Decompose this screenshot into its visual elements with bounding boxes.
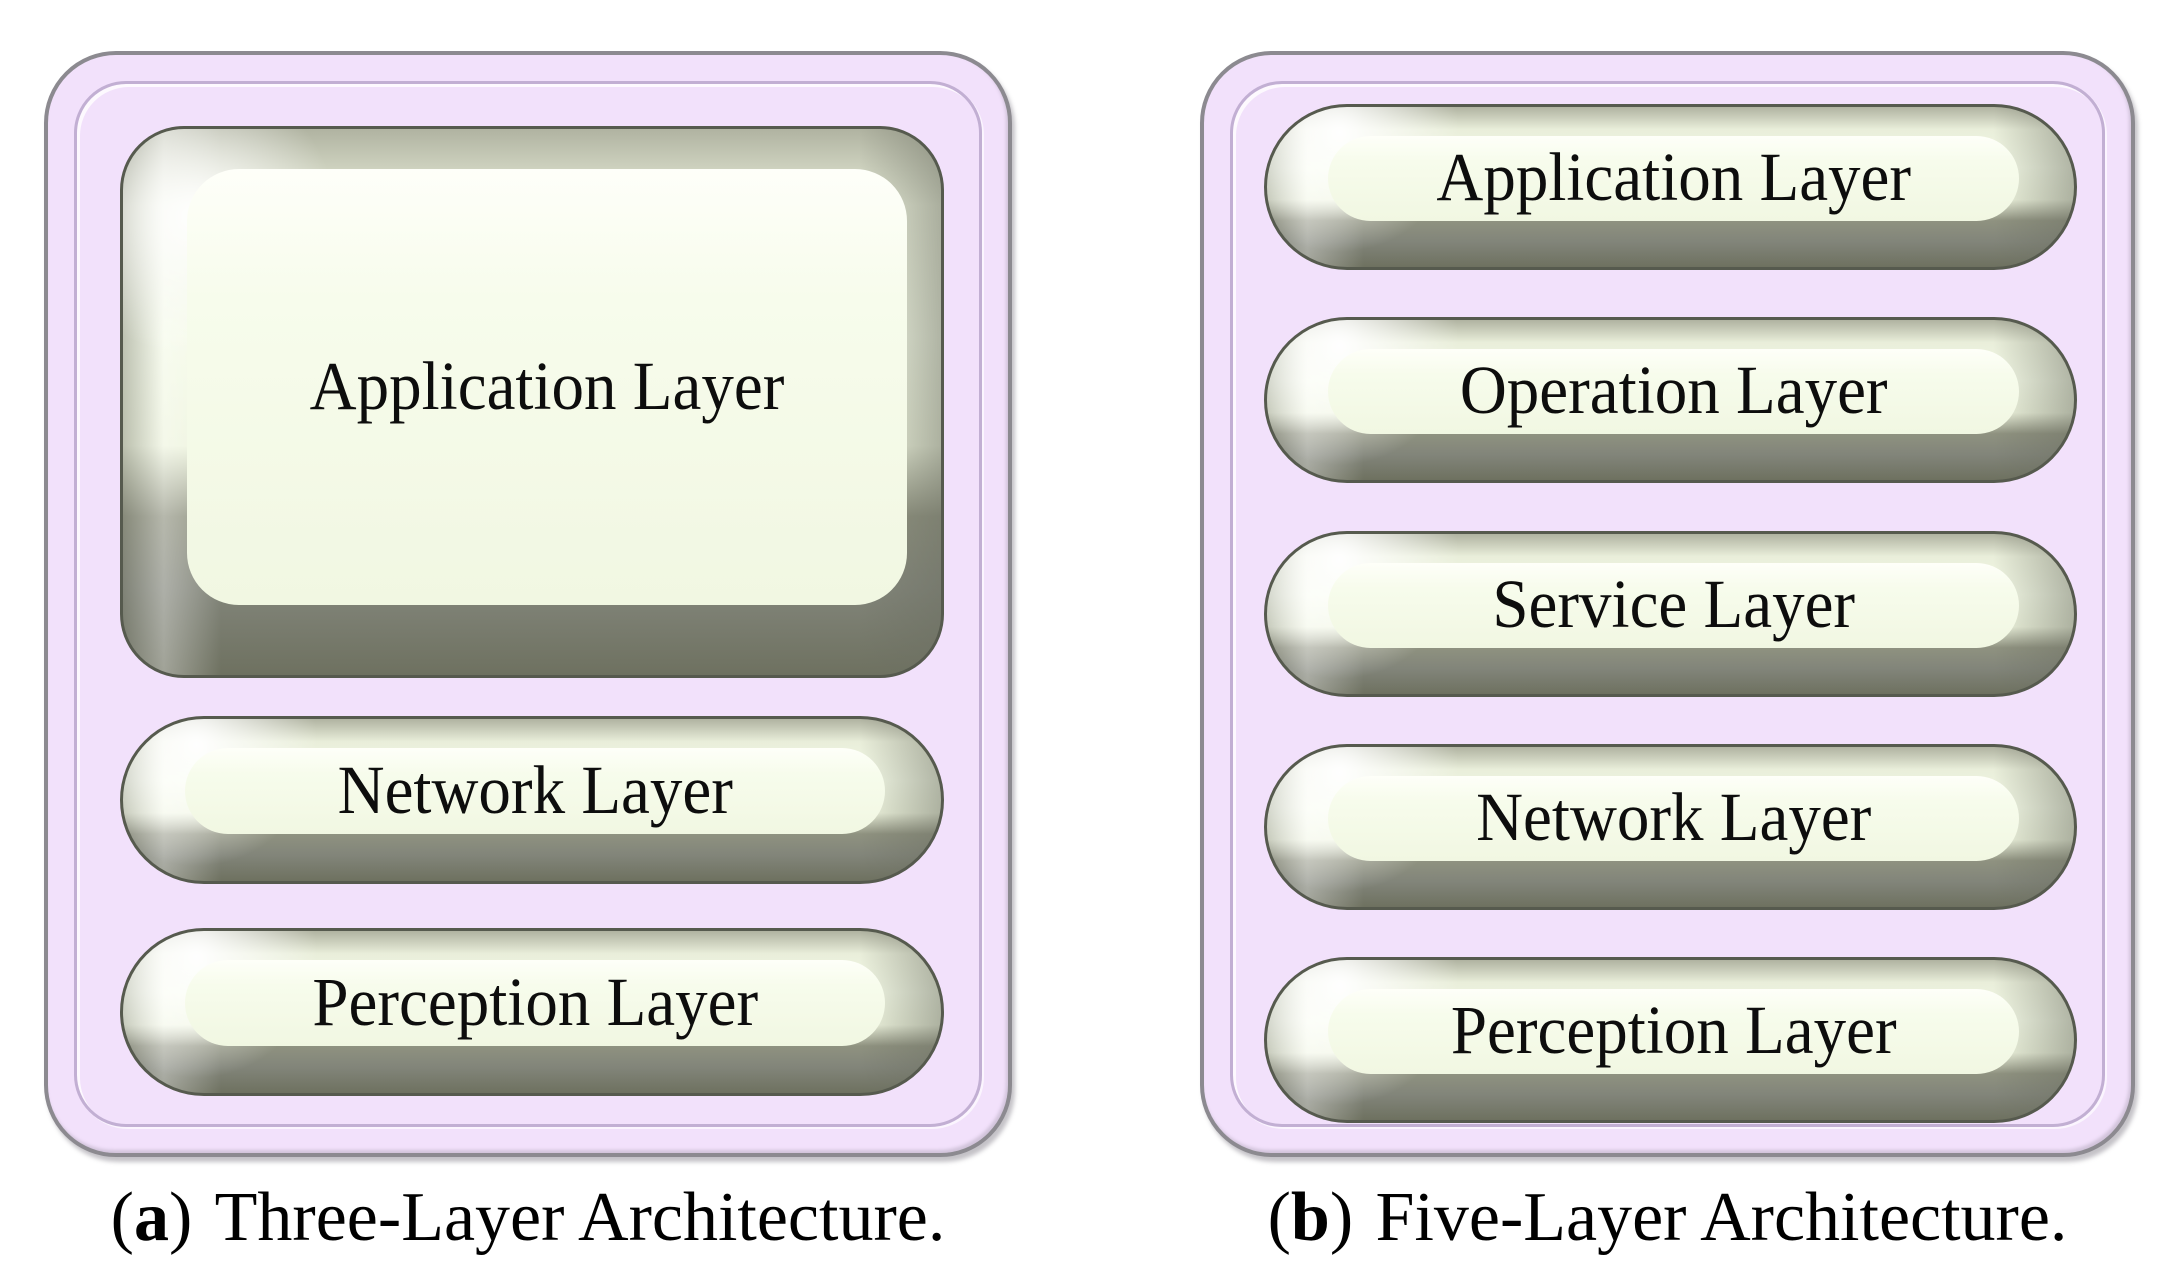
layer-box-application-a: Application Layer <box>120 126 944 678</box>
caption-a-text: Three-Layer Architecture. <box>214 1179 946 1256</box>
layer-label-network-a: Network Layer <box>337 752 733 829</box>
caption-b-text: Five-Layer Architecture. <box>1375 1179 2068 1256</box>
layer-box-application-b-face: Application Layer <box>1328 135 2020 221</box>
caption-a-marker: a <box>133 1179 169 1256</box>
layer-box-application-a-face: Application Layer <box>187 169 907 605</box>
layer-box-service-b: Service Layer <box>1264 531 2077 697</box>
caption-b-open-paren: ( <box>1267 1179 1291 1256</box>
layer-box-operation-b: Operation Layer <box>1264 317 2077 483</box>
layer-box-network-b: Network Layer <box>1264 744 2077 910</box>
layer-box-service-b-face: Service Layer <box>1328 562 2020 648</box>
layer-box-network-a: Network Layer <box>120 716 944 884</box>
caption-a-open-paren: ( <box>110 1179 134 1256</box>
layer-box-perception-a: Perception Layer <box>120 928 944 1096</box>
layer-box-network-a-face: Network Layer <box>185 748 886 835</box>
layer-box-operation-b-face: Operation Layer <box>1328 348 2020 434</box>
layer-box-application-b: Application Layer <box>1264 104 2077 270</box>
layer-label-perception-a: Perception Layer <box>312 964 759 1041</box>
layer-box-perception-a-face: Perception Layer <box>185 960 886 1047</box>
caption-a-close-paren: ) <box>168 1179 193 1256</box>
panel-five-layer: Application Layer Operation Layer Servic… <box>1200 51 2135 1157</box>
layer-box-perception-b-face: Perception Layer <box>1328 988 2020 1074</box>
layer-label-application-a: Application Layer <box>309 348 785 425</box>
panel-a-inner-frame <box>74 81 982 1127</box>
layer-label-perception-b: Perception Layer <box>1450 992 1897 1069</box>
layer-box-perception-b: Perception Layer <box>1264 957 2077 1123</box>
panel-three-layer: Application Layer Network Layer Percepti… <box>44 51 1012 1157</box>
panel-b-inner-frame <box>1230 81 2105 1127</box>
caption-b-close-paren: ) <box>1329 1179 1354 1256</box>
layer-label-service-b: Service Layer <box>1492 566 1856 643</box>
caption-five-layer: (b) Five-Layer Architecture. <box>1200 1178 2135 1258</box>
caption-b-marker: b <box>1290 1179 1330 1256</box>
layer-label-network-b: Network Layer <box>1476 779 1872 856</box>
caption-three-layer: (a) Three-Layer Architecture. <box>44 1178 1012 1258</box>
layer-label-application-b: Application Layer <box>1436 139 1912 216</box>
layer-label-operation-b: Operation Layer <box>1459 352 1888 429</box>
layer-box-network-b-face: Network Layer <box>1328 775 2020 861</box>
